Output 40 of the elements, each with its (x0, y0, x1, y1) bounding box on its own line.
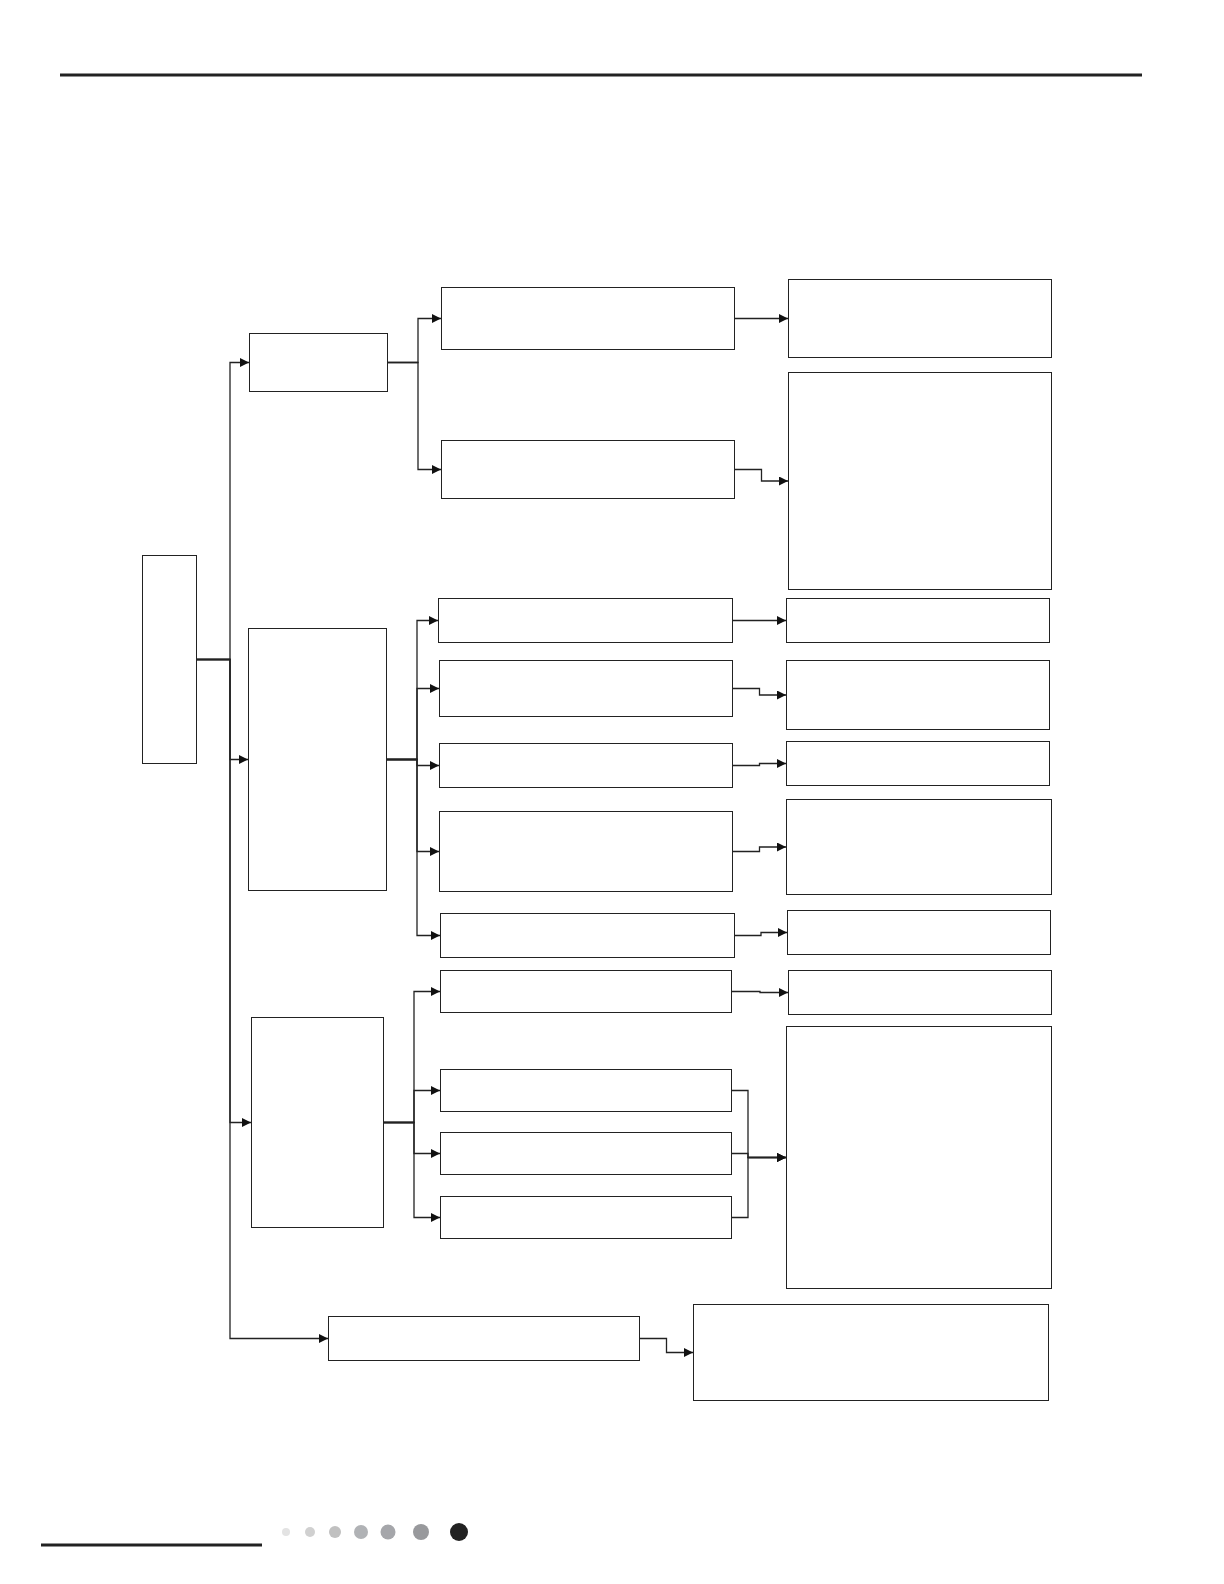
empty-box (788, 970, 1052, 1015)
connector-arrow (732, 842, 787, 853)
empty-box (440, 913, 735, 958)
empty-box (441, 440, 735, 499)
empty-box (249, 333, 388, 392)
empty-box (787, 910, 1051, 955)
connector-arrow (386, 758, 441, 940)
empty-box (786, 660, 1050, 730)
connector-arrow (387, 361, 442, 474)
empty-box (439, 660, 733, 717)
empty-box (788, 372, 1052, 590)
connector-arrow (383, 1121, 441, 1222)
empty-box (788, 279, 1052, 358)
empty-box (786, 741, 1050, 786)
empty-box (438, 598, 733, 643)
empty-box (440, 970, 732, 1013)
connector-arrow (732, 616, 787, 625)
empty-box (251, 1017, 384, 1228)
empty-box (440, 1196, 732, 1239)
empty-box (693, 1304, 1049, 1401)
connector-arrow (731, 988, 789, 997)
empty-box (786, 799, 1052, 895)
empty-box (439, 743, 733, 788)
connector-arrow (731, 1153, 787, 1219)
connector-arrow (734, 928, 788, 937)
connector-arrow (732, 687, 787, 700)
empty-box (248, 628, 387, 891)
connector-arrow (639, 1337, 694, 1357)
empty-box (142, 555, 197, 764)
empty-box (786, 598, 1050, 643)
connector-arrow (732, 759, 787, 768)
connector-arrow (734, 468, 789, 486)
empty-box (441, 287, 735, 350)
empty-box (440, 1069, 732, 1112)
connector-arrow (196, 658, 329, 1343)
empty-box (786, 1026, 1052, 1289)
empty-box (440, 1132, 732, 1175)
empty-box (328, 1316, 640, 1361)
empty-box (439, 811, 733, 892)
connector-arrow (734, 314, 789, 323)
